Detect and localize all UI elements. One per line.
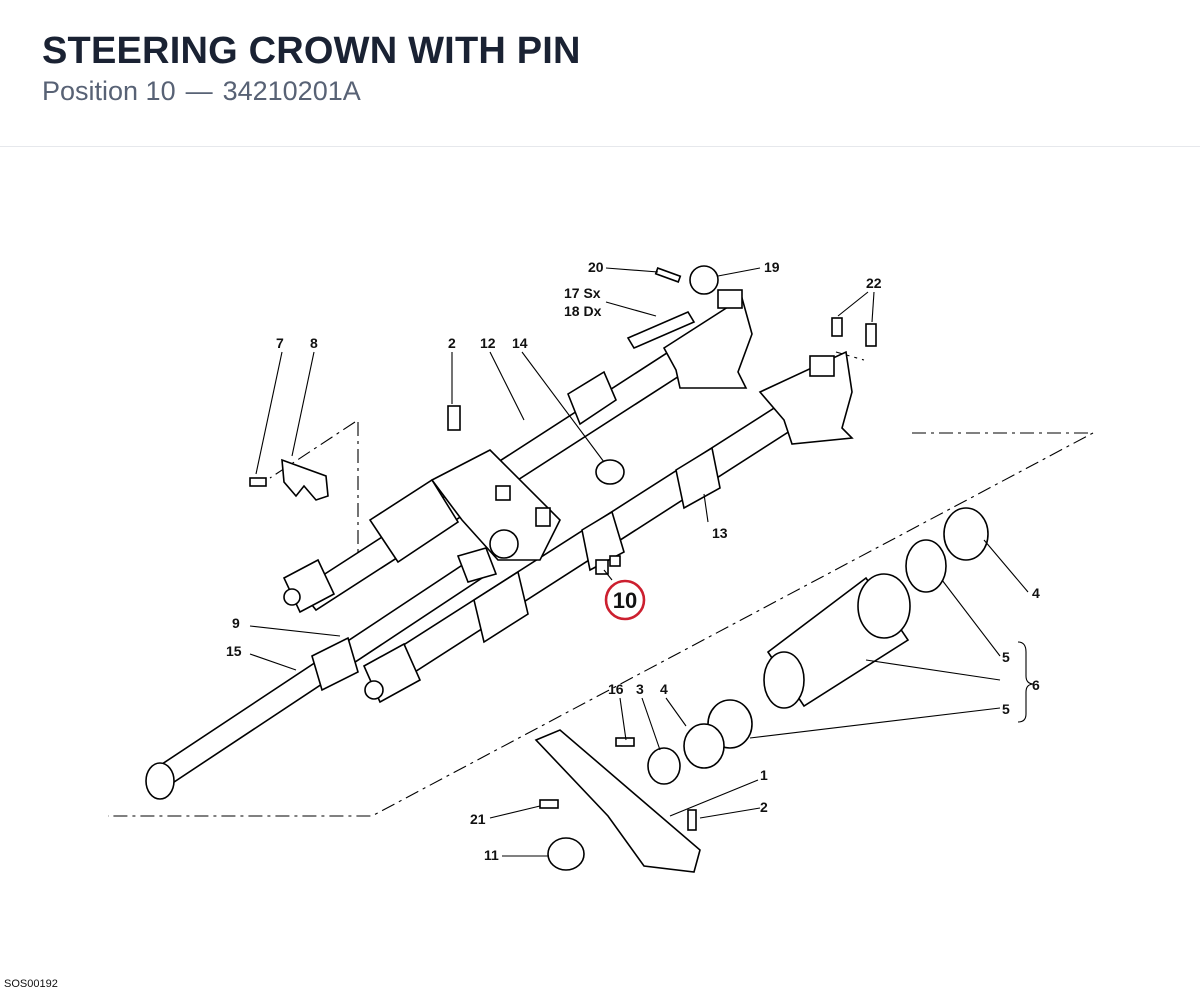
callout-19: 19 [764,259,780,275]
position-label: Position 10 [42,76,176,106]
page-title: STEERING CROWN WITH PIN [42,30,581,72]
small-parts-left [249,405,625,501]
callout-6: 6 [1032,677,1040,693]
callout-17: 17 Sx [564,285,601,301]
highlight-callout-10[interactable]: 10 [604,579,646,621]
page-subtitle: Position 10 — 34210201A [42,76,361,107]
bracket-6 [1017,641,1035,723]
fork-tube-12 [298,318,734,612]
callout-13: 13 [712,525,728,541]
callout-2-top: 2 [448,335,456,351]
clamp-17-18 [626,289,753,389]
callout-20: 20 [588,259,604,275]
highlight-label: 10 [613,588,637,613]
header: STEERING CROWN WITH PIN Position 10 — 3421… [0,0,1200,147]
callout-3: 3 [636,681,644,697]
callout-9: 9 [232,615,240,631]
callout-21: 21 [470,811,486,827]
callout-5-upper: 5 [1002,649,1010,665]
callout-4-right: 4 [1032,585,1040,601]
fork-slider-front [362,642,422,704]
callout-7: 7 [276,335,284,351]
separator: — [185,76,213,106]
clamp-22 [758,350,854,445]
part-number: 34210201A [222,76,361,106]
axle-9-15 [145,547,498,800]
callout-8: 8 [310,335,318,351]
lower-bracket [534,729,701,873]
callout-15: 15 [226,643,242,659]
drawing-code: SOS00192 [4,978,58,990]
leader-lines [249,267,1029,857]
callout-1: 1 [760,767,768,783]
callout-14: 14 [512,335,528,351]
steering-crown [430,449,561,561]
callout-18: 18 Dx [564,303,602,319]
callout-2-lower: 2 [760,799,768,815]
callout-12: 12 [480,335,496,351]
small-parts-top [654,265,877,347]
callout-labels: 7 8 2 12 14 13 9 15 20 19 17 Sx 18 Dx 22… [226,259,1040,863]
callout-16: 16 [608,681,624,697]
callout-5-lower: 5 [1002,701,1010,717]
callout-4-lower: 4 [660,681,668,697]
callout-11: 11 [484,847,499,863]
fork-slider-rear [282,558,336,614]
exploded-diagram: 7 8 2 12 14 13 9 15 20 19 17 Sx 18 Dx 22… [108,259,1094,873]
callout-22: 22 [866,275,882,291]
steering-shaft [647,507,989,785]
